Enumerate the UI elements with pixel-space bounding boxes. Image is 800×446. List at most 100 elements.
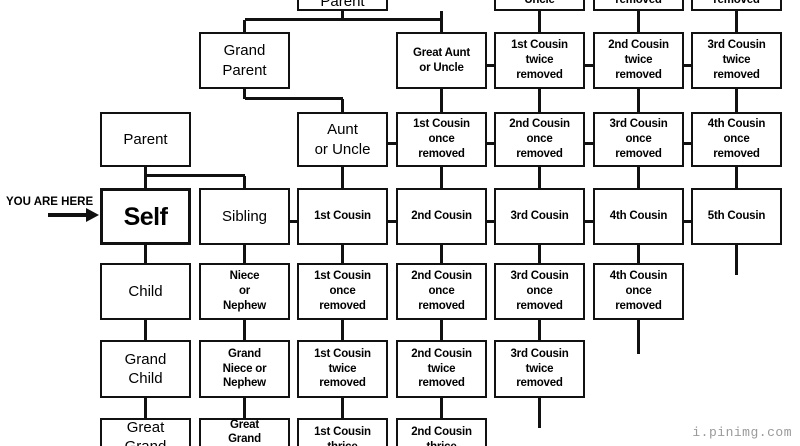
relationship-label: Great Grand Parent (320, 0, 365, 11)
connector-line (538, 320, 541, 340)
relationship-box-c5: 5th Cousin (691, 188, 782, 245)
relationship-box-c2-twice-d: 2nd Cousin twice removed (396, 340, 487, 398)
relationship-label: 2nd Cousin twice removed (608, 39, 669, 81)
connector-line (341, 167, 344, 188)
connector-line (638, 63, 737, 67)
relationship-label: 1st Cousin once removed (314, 270, 371, 312)
relationship-label: 2nd Cousin once removed (509, 118, 570, 160)
relationship-box-c3-once: 3rd Cousin once removed (494, 263, 585, 320)
relationship-label: 4th Cousin once removed (609, 270, 668, 312)
relationship-label: Aunt or Uncle (314, 121, 371, 158)
connector-line (341, 398, 344, 418)
relationship-label: 2nd Cousin (411, 210, 472, 223)
connector-line (243, 175, 246, 188)
relationship-label: 3rd Cousin (510, 210, 569, 223)
relationship-box-great-grand-niece-or-nephew: Great Grand Niece or Nephew (199, 418, 290, 446)
connector-line (144, 245, 147, 263)
connector-line (735, 167, 738, 188)
connector-line (440, 11, 443, 32)
connector-line (735, 11, 738, 32)
relationship-box-c4-once-up: 4th Cousin once removed (691, 112, 782, 167)
relationship-box-c4: 4th Cousin (593, 188, 684, 245)
connector-line (539, 63, 639, 67)
connector-line (243, 19, 246, 32)
relationship-box-c1-once-up: 1st Cousin once removed (396, 112, 487, 167)
connector-line (341, 11, 344, 20)
relationship-label: 2nd Cousin twice removed (411, 347, 472, 390)
relationship-box-c3-once-up: 3rd Cousin once removed (593, 112, 684, 167)
relationship-box-child: Child (100, 263, 191, 320)
connector-line (244, 97, 343, 101)
relationship-box-c1-twice: 1st Cousin twice removed (494, 32, 585, 89)
relationship-box-niece-or-nephew: Niece or Nephew (199, 263, 290, 320)
connector-line (440, 167, 443, 188)
connector-line (735, 89, 738, 112)
connector-line (441, 63, 540, 67)
connector-line (342, 219, 442, 223)
relationship-box-grand-child: Grand Child (100, 340, 191, 398)
connector-line (144, 398, 147, 418)
relationship-label: Great Grand Niece or Nephew (228, 418, 261, 446)
relationship-box-c4-once: 4th Cousin once removed (593, 263, 684, 320)
connector-line (538, 167, 541, 188)
right-arrow-head-icon (86, 208, 99, 222)
relationship-label: Great Aunt or Uncle (413, 46, 470, 74)
you-are-here-label: YOU ARE HERE (6, 196, 94, 208)
relationship-label: 4th Cousin once removed (707, 118, 766, 160)
connector-line (440, 320, 443, 340)
connector-line (538, 11, 541, 32)
relationship-label: Uncle (524, 0, 555, 7)
relationship-box-self: Self (100, 188, 191, 245)
connector-line (145, 174, 245, 178)
connector-line (243, 398, 246, 418)
connector-line (638, 219, 737, 223)
connector-line (637, 89, 640, 112)
relationship-label: Sibling (221, 207, 268, 225)
connector-line (538, 245, 541, 263)
relationship-label: 3rd Cousin twice removed (707, 39, 766, 81)
relationship-box-grand-parent: Grand Parent (199, 32, 290, 89)
relationship-box-great-aunt-or-uncle: Great Aunt or Uncle (396, 32, 487, 89)
connector-line (244, 18, 343, 22)
relationship-label: Grand Niece or Nephew (222, 347, 267, 390)
relationship-label: 3rd Cousin once removed (609, 118, 668, 160)
connector-line (538, 89, 541, 112)
relationship-label: Self (123, 202, 168, 231)
right-arrow-icon (48, 213, 88, 217)
connector-line (440, 89, 443, 112)
connector-line (637, 320, 640, 354)
relationship-label: Niece or Nephew (223, 270, 266, 312)
relationship-box-c2-twice: 2nd Cousin twice removed (593, 32, 684, 89)
connector-line (440, 245, 443, 263)
relationship-label: 3rd Cousin once removed (510, 270, 569, 312)
connector-line (342, 18, 442, 22)
relationship-box-c2-thrice-clip: removed (691, 0, 782, 11)
relationship-label: 1st Cousin once removed (413, 118, 470, 160)
relationship-box-c2-once-up: 2nd Cousin once removed (494, 112, 585, 167)
relationship-box-ggaunt-clip: Uncle (494, 0, 585, 11)
connector-line (144, 320, 147, 340)
relationship-box-c3-twice-d: 3rd Cousin twice removed (494, 340, 585, 398)
relationship-box-c2-once: 2nd Cousin once removed (396, 263, 487, 320)
connector-line (539, 142, 639, 146)
connector-line (244, 219, 343, 223)
relationship-label: Parent (123, 130, 168, 148)
relationship-box-aunt-or-uncle: Aunt or Uncle (297, 112, 388, 167)
connector-line (342, 142, 442, 146)
connector-line (243, 320, 246, 340)
connector-line (243, 89, 246, 99)
connector-line (637, 11, 640, 32)
relationship-box-sibling: Sibling (199, 188, 290, 245)
relationship-box-c3-twice: 3rd Cousin twice removed (691, 32, 782, 89)
relationship-box-c1-twice-d: 1st Cousin twice removed (297, 340, 388, 398)
relationship-label: 1st Cousin (314, 210, 371, 223)
relationship-label: removed (615, 0, 662, 7)
relationship-label: 1st Cousin twice removed (314, 347, 371, 390)
relationship-box-c1-thrice: 1st Cousin thrice removed (297, 418, 388, 446)
connector-line (441, 219, 540, 223)
connector-line (341, 320, 344, 340)
relationship-label: 1st Cousin thrice removed (314, 425, 371, 446)
connector-line (341, 98, 344, 112)
connector-line (243, 245, 246, 263)
relationship-box-great-grand-parent: Great Grand Parent (297, 0, 388, 11)
